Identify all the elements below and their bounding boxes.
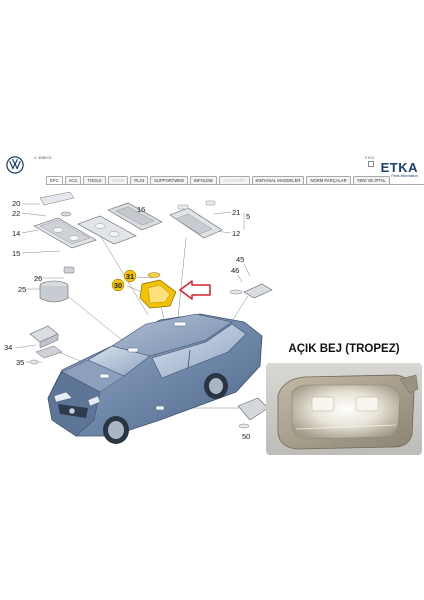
part-lamp-25 <box>39 266 75 303</box>
callout-31: 31 <box>123 269 137 283</box>
part-trim-14 <box>33 217 97 249</box>
tab-tools[interactable]: TOOLS <box>83 176 106 185</box>
tab-norm-parcalar[interactable]: NORM PARÇALAR <box>306 176 351 185</box>
label-25: 25 <box>18 285 26 294</box>
part-trunk-lamp-50 <box>237 397 269 429</box>
label-46: 46 <box>231 266 239 275</box>
label-12: 12 <box>232 229 240 238</box>
tab-infoline[interactable]: INFOLINE <box>189 176 218 185</box>
label-5: 5 <box>246 212 250 221</box>
vehicle-path: V: 3NBFG1 <box>34 156 52 160</box>
part-light-12 <box>169 200 223 239</box>
etka-header: V: 3NBFG1 ETKA ETKA Parts Information EP… <box>0 148 424 188</box>
part-reading-lamp-30 <box>139 272 177 309</box>
tab-kimyasal-maddeler[interactable]: KIMYASAL MADDELER <box>251 176 305 185</box>
part-trim-15 <box>77 215 137 245</box>
etka-flag-label: ETKA <box>364 156 374 160</box>
product-photo <box>266 363 422 455</box>
product-color-caption: AÇIK BEJ (TROPEZ) <box>288 343 400 355</box>
part-clip-20 <box>39 191 75 217</box>
part-switch-34 <box>29 325 63 365</box>
label-26: 26 <box>34 274 42 283</box>
callout-30: 30 <box>111 278 125 292</box>
label-50: 50 <box>242 432 250 441</box>
label-21: 21 <box>232 208 240 217</box>
tab-divider <box>46 184 424 185</box>
label-16: 16 <box>137 205 145 214</box>
label-31: 31 <box>126 272 134 281</box>
car-illustration <box>47 313 263 444</box>
etka-subtitle: Parts Information <box>391 174 418 178</box>
tab-pl24[interactable]: PL24 <box>130 176 149 185</box>
label-35: 35 <box>16 358 24 367</box>
part-console-16 <box>107 202 163 231</box>
etka-title: ETKA <box>380 160 418 175</box>
parts-diagram: 20 22 14 15 16 21 5 12 26 25 45 46 34 35… <box>4 191 273 444</box>
label-14: 14 <box>12 229 20 238</box>
etka-brand: ETKA Parts Information <box>381 161 418 178</box>
label-22: 22 <box>12 209 20 218</box>
etka-checkbox[interactable] <box>368 161 374 167</box>
tab-bar: EPC ACC TOOLS NORM PL24 SUPPORTWEB INFOL… <box>46 176 390 185</box>
tab-acc[interactable]: ACC <box>64 176 82 185</box>
label-20: 20 <box>12 199 20 208</box>
tab-yeni-ve-iptal[interactable]: YENİ VE İPTAL <box>352 176 390 185</box>
label-45: 45 <box>236 255 244 264</box>
part-door-lamp-46 <box>229 283 273 299</box>
label-30: 30 <box>114 281 122 290</box>
highlight-arrow <box>179 280 211 300</box>
tab-epc[interactable]: EPC <box>46 176 63 185</box>
tab-autopart[interactable]: AUTOPART <box>219 176 250 185</box>
label-34: 34 <box>4 343 12 352</box>
tab-supportweb[interactable]: SUPPORTWEB <box>150 176 188 185</box>
tab-norm[interactable]: NORM <box>107 176 129 185</box>
label-15: 15 <box>12 249 20 258</box>
vw-logo-icon <box>6 156 24 174</box>
